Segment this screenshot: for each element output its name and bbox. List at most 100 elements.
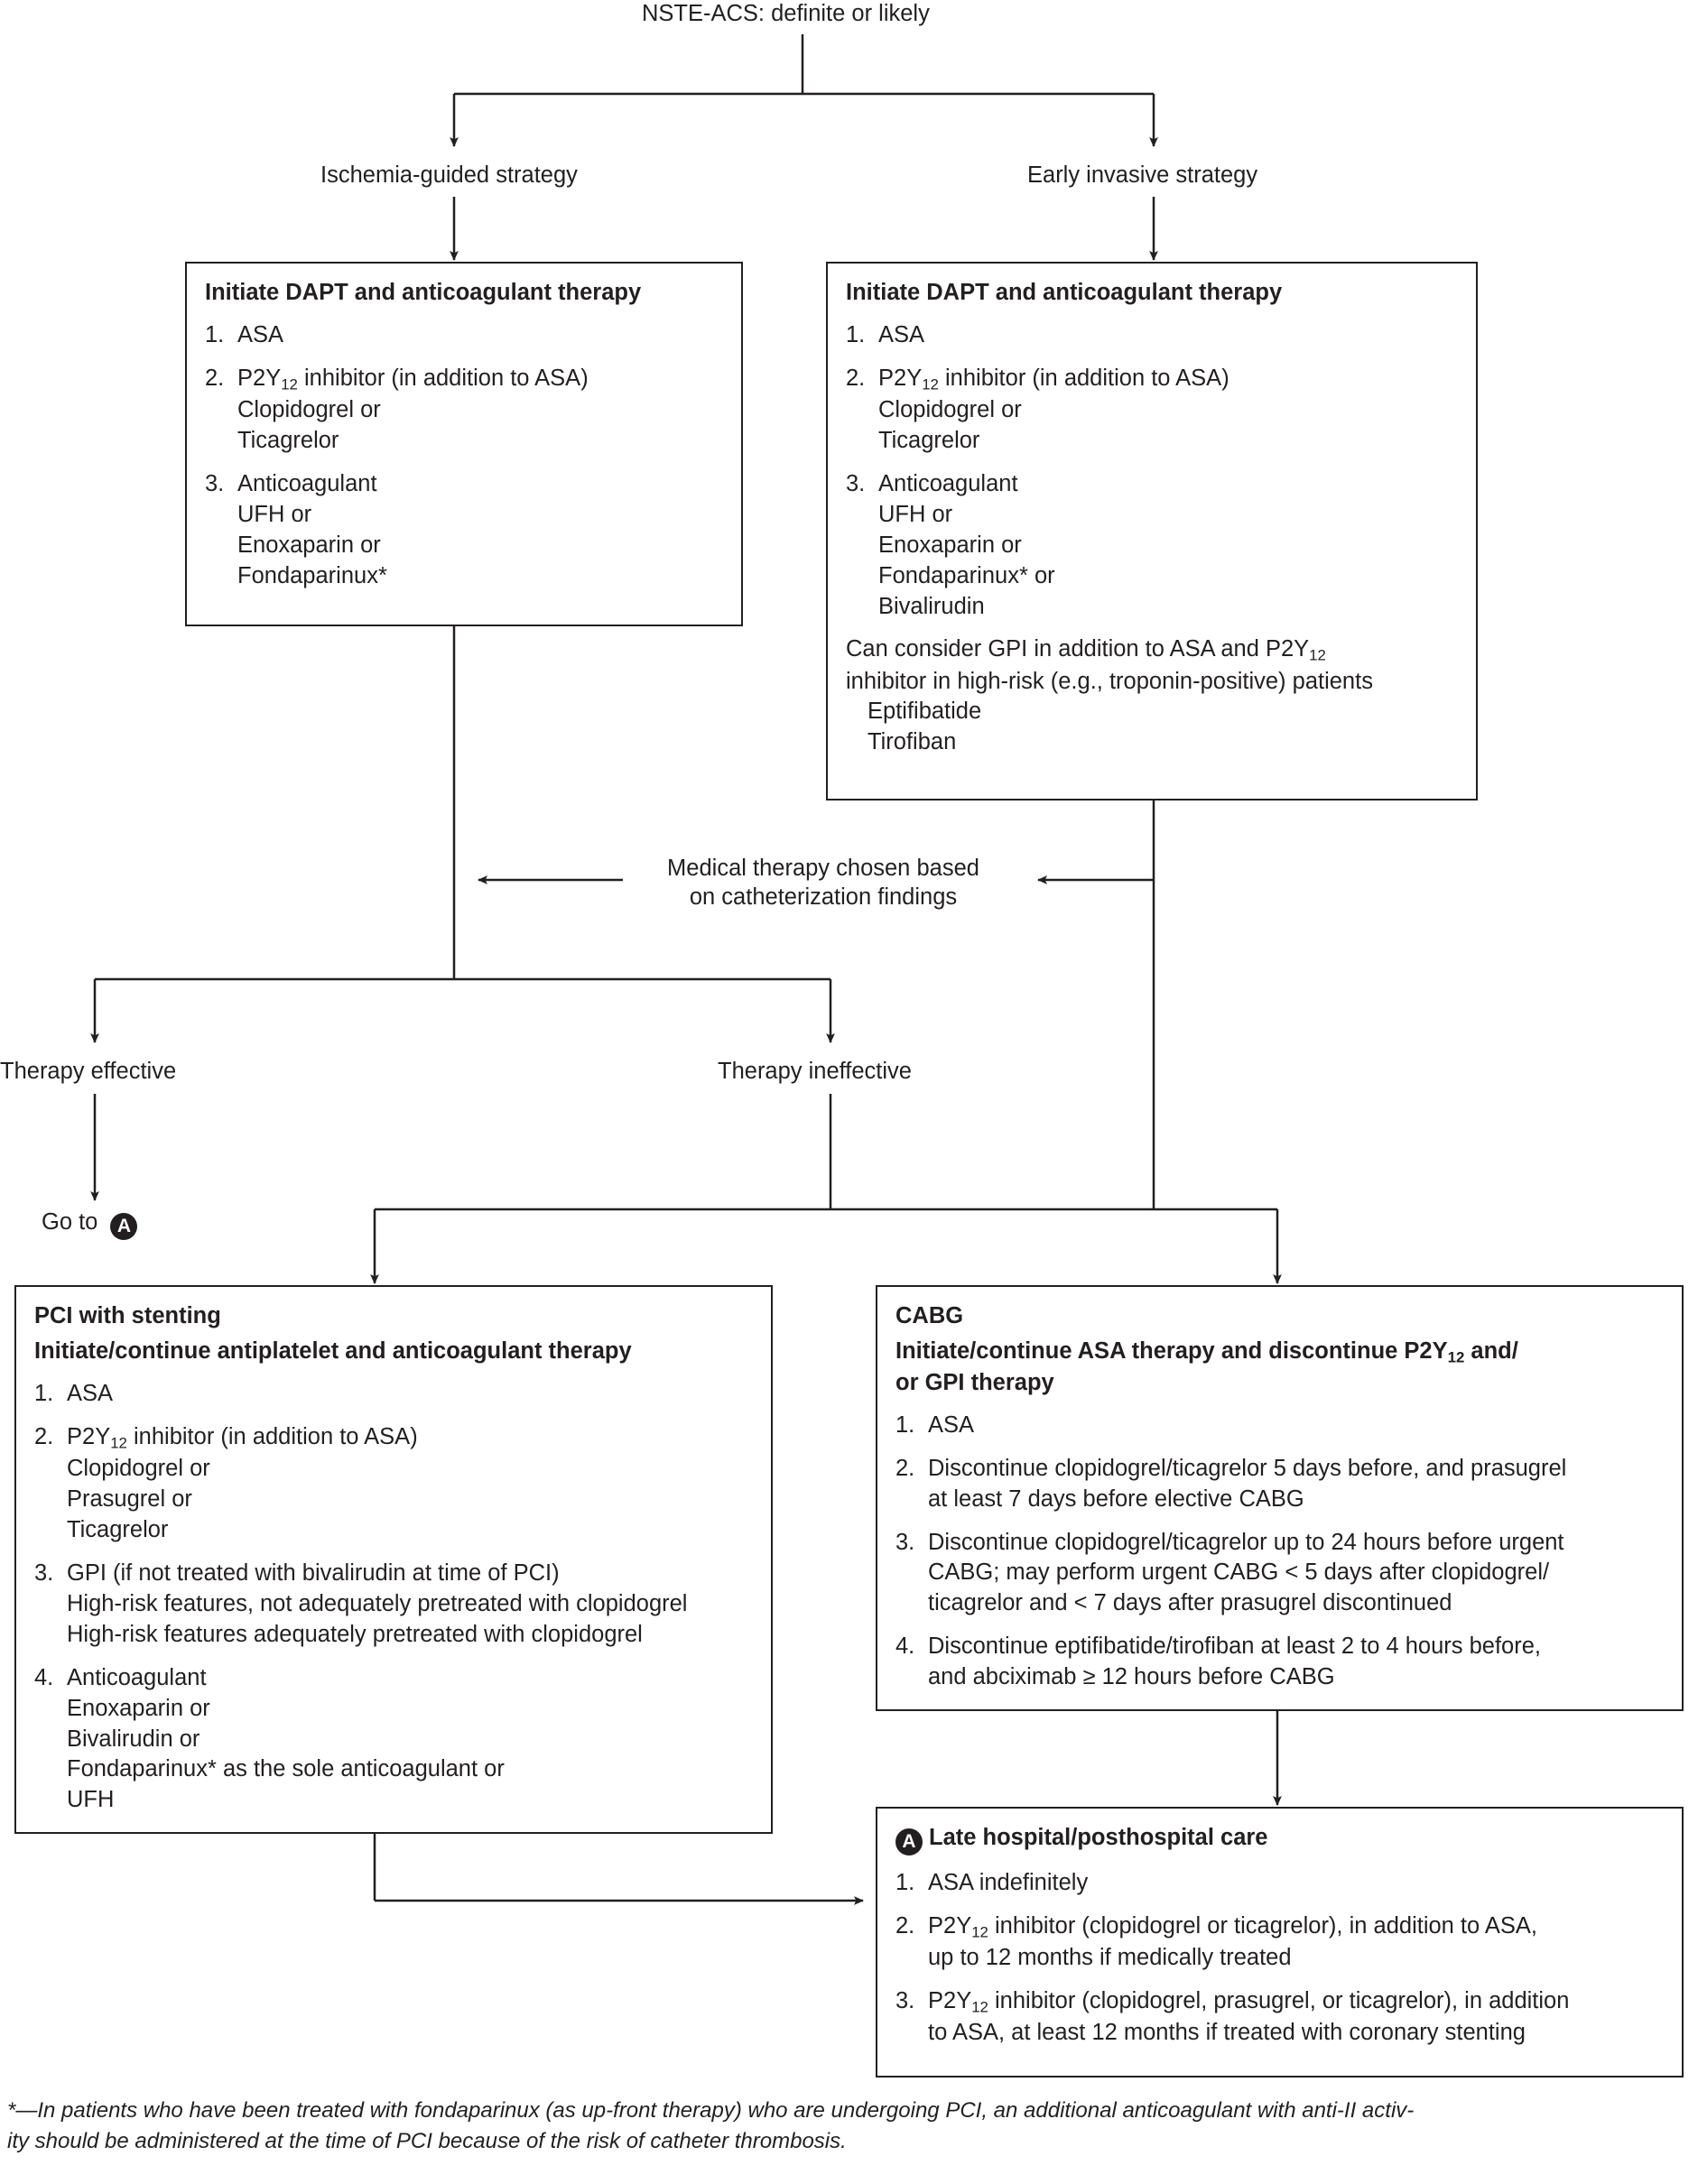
list-item: 3. Anticoagulant UFH or Enoxaparin or Fo… [846,469,1458,623]
list-item: 2. P2Y12 inhibitor (in addition to ASA) … [205,364,723,457]
list-item-sub: UFH or [237,501,312,527]
list-item-sub: Ticagrelor [237,428,339,454]
goto-label: Go to [42,1209,98,1235]
list-item: 3. Discontinue clopidogrel/ticagrelor up… [895,1528,1664,1620]
list-item: 1. ASA [895,1411,1664,1441]
cabg-header-line1: Initiate/continue ASA therapy and discon… [895,1338,1518,1366]
list-item-number: 3. [846,470,866,496]
list-item-cont: ticagrelor and < 7 days after prasugrel … [928,1590,1452,1616]
list-item-number: 3. [895,1987,915,2013]
list-item-text: ASA [67,1381,114,1407]
list-item-sub: High-risk features, not adequately pretr… [67,1590,688,1616]
box-header-primary: CABG [895,1303,964,1328]
box-header-text: Late hospital/posthospital care [929,1825,1268,1850]
list-item-text: P2Y12 inhibitor (clopidogrel, prasugrel,… [928,1987,1570,2016]
label-therapy-ineffective: Therapy ineffective [718,1059,912,1084]
box-item-list: 1. ASA 2. Discontinue clopidogrel/ticagr… [895,1411,1664,1693]
list-item-cont: at least 7 days before elective CABG [928,1485,1304,1512]
footnote-line1: *—In patients who have been treated with… [7,2098,1415,2123]
list-item-cont: up to 12 months if medically treated [928,1944,1292,1970]
list-item-sub: Ticagrelor [67,1517,169,1543]
box-item-list: 1. ASA 2. P2Y12 inhibitor (in addition t… [34,1379,753,1816]
list-item-number: 3. [895,1529,915,1555]
list-item: 2. P2Y12 inhibitor (in addition to ASA) … [34,1422,753,1546]
list-item-text: P2Y12 inhibitor (in addition to ASA) [878,366,1229,393]
list-item-sub: Ticagrelor [878,428,980,454]
footnote-line2: ity should be administered at the time o… [7,2129,847,2154]
list-item-number: 3. [205,470,225,496]
list-item: 2. P2Y12 inhibitor (clopidogrel or ticag… [895,1911,1664,1974]
list-item-text: Discontinue eptifibatide/tirofiban at le… [928,1633,1541,1660]
list-item-text: Anticoagulant [237,470,377,496]
list-item-sub: UFH or [878,501,953,527]
box-header-secondary: Initiate/continue ASA therapy and discon… [895,1337,1664,1398]
list-item-sub: Prasugrel or [67,1486,192,1513]
box-item-list: 1. ASA 2. P2Y12 inhibitor (in addition t… [846,320,1458,622]
list-item-number: 2. [895,1455,915,1481]
list-item-text: ASA [237,322,284,348]
list-item-text: P2Y12 inhibitor (in addition to ASA) [237,366,589,393]
box-item-list: 1. ASA indefinitely 2. P2Y12 inhibitor (… [895,1868,1664,2049]
list-item-number: 1. [846,322,866,348]
list-item-text: P2Y12 inhibitor (in addition to ASA) [67,1424,418,1452]
list-item-sub: Fondaparinux* or [878,562,1055,588]
list-item-sub: Enoxaparin or [67,1695,210,1721]
list-item-sub: High-risk features adequately pretreated… [67,1621,643,1647]
list-item-sub: Clopidogrel or [67,1456,210,1482]
cabg-header-line2: or GPI therapy [895,1369,1054,1395]
list-item-text: ASA [928,1411,975,1438]
list-item-cont: CABG; may perform urgent CABG < 5 days a… [928,1559,1550,1586]
list-item-sub: UFH [67,1787,115,1813]
gpi-note-sub: Eptifibatide [868,699,982,725]
box-item-list: 1. ASA 2. P2Y12 inhibitor (in addition t… [205,320,723,591]
list-item-number: 1. [895,1411,915,1438]
list-item-number: 4. [895,1633,915,1660]
box-header-primary: PCI with stenting [34,1303,221,1328]
list-item-text: Anticoagulant [878,470,1018,496]
list-item-sub: Bivalirudin [878,593,985,619]
box-header: Initiate DAPT and anticoagulant therapy [846,280,1283,305]
list-item-number: 2. [205,366,225,392]
list-item-number: 1. [205,322,225,348]
badge-a-icon: A [110,1213,138,1240]
list-item-sub: Bivalirudin or [67,1726,200,1752]
badge-a-icon: A [895,1828,923,1855]
list-item: 3. GPI (if not treated with bivalirudin … [34,1559,753,1651]
chart-title: NSTE-ACS: definite or likely [642,1,930,26]
medical-therapy-note: Medical therapy chosen based on catheter… [643,855,1004,912]
box-initiate-dapt-ischemia-guided: Initiate DAPT and anticoagulant therapy … [185,262,743,626]
list-item: 2. Discontinue clopidogrel/ticagrelor 5 … [895,1454,1664,1515]
branch-label-ischemia-guided: Ischemia-guided strategy [320,162,578,188]
list-item-text: Anticoagulant [67,1664,207,1690]
list-item-text: P2Y12 inhibitor (clopidogrel or ticagrel… [928,1912,1537,1941]
list-item-number: 4. [34,1664,54,1690]
list-item-number: 1. [34,1381,54,1407]
box-pci-with-stenting: PCI with stenting Initiate/continue anti… [14,1285,773,1834]
gpi-note-line2: inhibitor in high-risk (e.g., troponin-p… [846,668,1373,694]
medical-therapy-line1: Medical therapy chosen based [667,856,979,881]
gpi-note-sub: Tirofiban [868,729,957,755]
box-cabg: CABG Initiate/continue ASA therapy and d… [876,1285,1684,1711]
label-therapy-effective: Therapy effective [0,1059,177,1084]
list-item-text: ASA indefinitely [928,1870,1089,1895]
list-item-number: 2. [34,1424,54,1450]
list-item: 3. Anticoagulant UFH or Enoxaparin or Fo… [205,469,723,592]
list-item: 3. P2Y12 inhibitor (clopidogrel, prasugr… [895,1986,1664,2049]
list-item-text: ASA [878,322,925,348]
list-item-number: 1. [895,1870,915,1895]
list-item-number: 2. [846,366,866,392]
gpi-note: Can consider GPI in addition to ASA and … [846,634,1458,758]
list-item: 4. Anticoagulant Enoxaparin or Bivalirud… [34,1663,753,1817]
footnote: *—In patients who have been treated with… [7,2096,1691,2157]
list-item: 1. ASA indefinitely [895,1868,1664,1899]
list-item-sub: Fondaparinux* as the sole anticoagulant … [67,1756,505,1782]
goto-a-reference: Go to A [42,1209,144,1240]
list-item-text: Discontinue clopidogrel/ticagrelor 5 day… [928,1455,1567,1481]
box-header: Initiate DAPT and anticoagulant therapy [205,280,642,305]
gpi-note-line1: Can consider GPI in addition to ASA and … [846,636,1326,665]
list-item: 4. Discontinue eptifibatide/tirofiban at… [895,1632,1664,1693]
list-item-text: GPI (if not treated with bivalirudin at … [67,1559,560,1586]
box-initiate-dapt-early-invasive: Initiate DAPT and anticoagulant therapy … [826,262,1478,800]
